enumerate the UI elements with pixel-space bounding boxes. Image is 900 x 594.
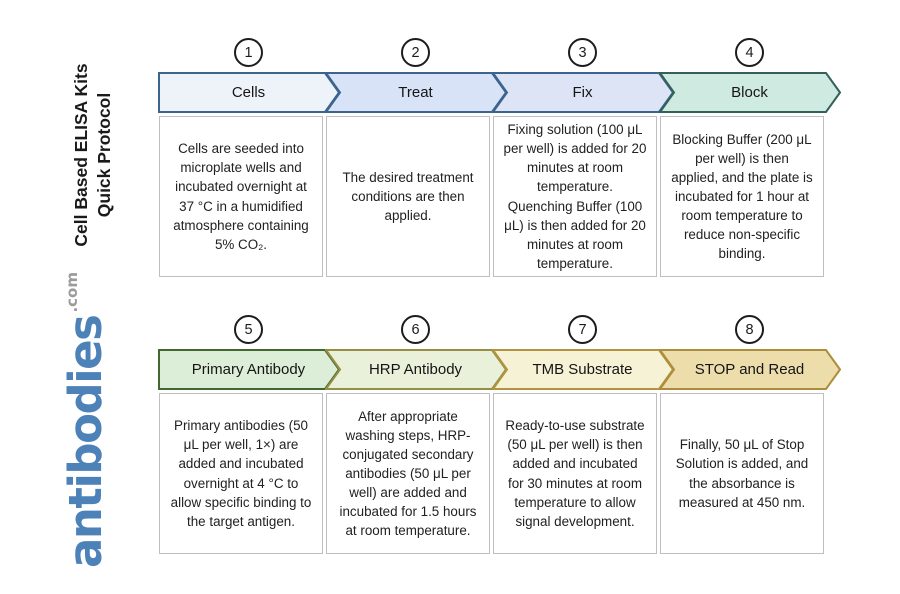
step-banner-label: HRP Antibody xyxy=(368,361,463,378)
step-description: Primary antibodies (50 μL per well, 1×) … xyxy=(170,418,312,529)
title-line-2: Quick Protocol xyxy=(94,92,115,218)
antibodies-logo: antibodies .com xyxy=(39,272,131,568)
banner-shape xyxy=(659,72,841,113)
step-number: 5 xyxy=(244,321,253,338)
title-line-1: Cell Based ELISA Kits xyxy=(71,63,91,247)
step-number-badge: 3 xyxy=(568,38,597,67)
step-number-badge: 7 xyxy=(568,315,597,344)
step-description: Finally, 50 μL of Stop Solution is added… xyxy=(675,437,809,510)
step-description: Fixing solution (100 μL per well) is add… xyxy=(503,122,647,271)
page-title: Cell Based ELISA Kits Quick Protocol xyxy=(70,25,116,285)
step-description-box: Blocking Buffer (200 μL per well) is the… xyxy=(660,116,824,277)
step-number: 1 xyxy=(244,44,253,61)
step-number: 2 xyxy=(411,44,420,61)
step-description-box: Ready-to-use substrate (50 μL per well) … xyxy=(493,393,657,554)
step-number-badge: 8 xyxy=(735,315,764,344)
step-description-box: Cells are seeded into microplate wells a… xyxy=(159,116,323,277)
step-description: Ready-to-use substrate (50 μL per well) … xyxy=(505,418,645,529)
protocol-row-2: 5 Primary Antibody Primary antibodies (5… xyxy=(158,315,853,565)
step-column-6: 6 HRP Antibody After appropriate washing… xyxy=(325,315,507,565)
step-banner-label: Cells xyxy=(231,84,266,101)
step-banner-arrow xyxy=(659,72,841,113)
step-column-4: 4 Block Blocking Buffer (200 μL per well… xyxy=(659,38,841,288)
logo-wordmark: antibodies xyxy=(58,315,112,568)
step-number-badge: 1 xyxy=(234,38,263,67)
step-description-box: Finally, 50 μL of Stop Solution is added… xyxy=(660,393,824,554)
step-number: 7 xyxy=(578,321,587,338)
logo-domain-suffix: .com xyxy=(63,272,81,313)
step-column-5: 5 Primary Antibody Primary antibodies (5… xyxy=(158,315,340,565)
step-description: The desired treatment conditions are the… xyxy=(342,169,474,224)
step-number-badge: 4 xyxy=(735,38,764,67)
step-number: 8 xyxy=(745,321,754,338)
step-banner-label: Primary Antibody xyxy=(191,361,306,378)
banner-shape xyxy=(659,349,841,390)
step-description: Cells are seeded into microplate wells a… xyxy=(173,141,309,252)
step-number: 4 xyxy=(745,44,754,61)
step-column-2: 2 Treat The desired treatment conditions… xyxy=(325,38,507,288)
step-number-badge: 2 xyxy=(401,38,430,67)
step-banner-label: STOP and Read xyxy=(694,361,805,378)
protocol-row-1: 1 Cells Cells are seeded into microplate… xyxy=(158,38,853,288)
step-description: Blocking Buffer (200 μL per well) is the… xyxy=(671,131,813,262)
step-number: 6 xyxy=(411,321,420,338)
step-number-badge: 5 xyxy=(234,315,263,344)
step-column-7: 7 TMB Substrate Ready-to-use substrate (… xyxy=(492,315,674,565)
step-description-box: Fixing solution (100 μL per well) is add… xyxy=(493,116,657,277)
step-banner-label: Fix xyxy=(572,84,593,101)
step-banner-label: Block xyxy=(731,84,768,101)
step-number: 3 xyxy=(578,44,587,61)
step-description-box: The desired treatment conditions are the… xyxy=(326,116,490,277)
step-column-3: 3 Fix Fixing solution (100 μL per well) … xyxy=(492,38,674,288)
step-banner-label: Treat xyxy=(398,84,433,101)
step-banner-label: TMB Substrate xyxy=(532,361,633,378)
step-description-box: Primary antibodies (50 μL per well, 1×) … xyxy=(159,393,323,554)
step-banner-arrow xyxy=(659,349,841,390)
step-description-box: After appropriate washing steps, HRP-con… xyxy=(326,393,490,554)
step-description: After appropriate washing steps, HRP-con… xyxy=(339,408,477,539)
step-column-8: 8 STOP and Read Finally, 50 μL of Stop S… xyxy=(659,315,841,565)
step-column-1: 1 Cells Cells are seeded into microplate… xyxy=(158,38,340,288)
step-number-badge: 6 xyxy=(401,315,430,344)
